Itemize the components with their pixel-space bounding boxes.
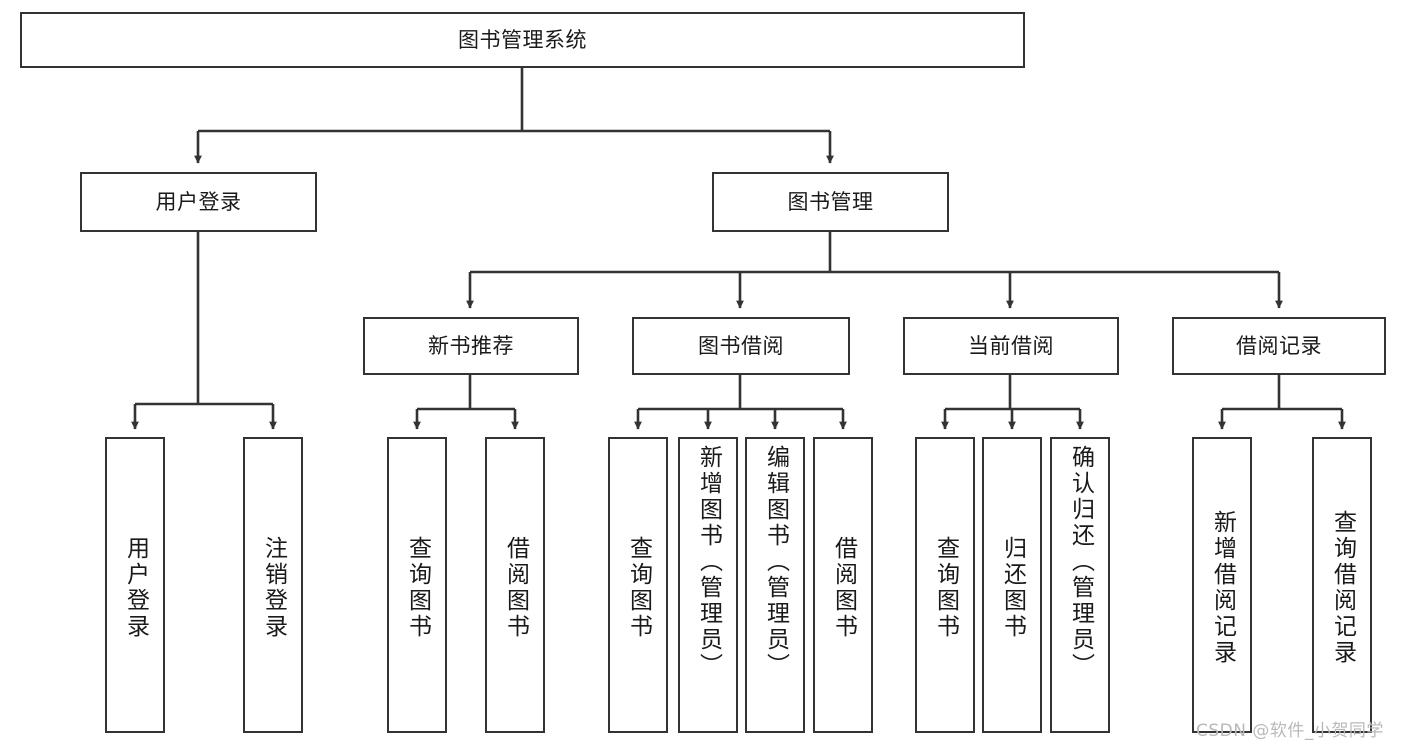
node-book-borrow[interactable]: 图书借阅 xyxy=(632,317,850,375)
node-label: 图书管理系统 xyxy=(458,27,587,52)
node-leaf-borrow-book[interactable]: 借阅图书 xyxy=(813,437,873,733)
node-leaf-query-book-current[interactable]: 查询图书 xyxy=(915,437,975,733)
csdn-watermark: CSDN @软件_小贺同学 xyxy=(1196,721,1384,741)
node-label: 查询图书 xyxy=(932,536,959,640)
node-label: 编辑图书（管理员） xyxy=(762,445,789,679)
node-leaf-confirm-return[interactable]: 确认归还（管理员） xyxy=(1050,437,1110,733)
node-label: 借阅图书 xyxy=(502,536,529,640)
node-leaf-add-borrow-record[interactable]: 新增借阅记录 xyxy=(1192,437,1252,733)
node-label: 图书借阅 xyxy=(698,333,784,358)
node-label: 查询图书 xyxy=(404,536,431,640)
node-leaf-query-book-borrow[interactable]: 查询图书 xyxy=(608,437,668,733)
node-label: 借阅记录 xyxy=(1236,333,1322,358)
node-leaf-borrow-book-recommend[interactable]: 借阅图书 xyxy=(485,437,545,733)
node-current-borrow[interactable]: 当前借阅 xyxy=(903,317,1119,375)
node-label: 查询借阅记录 xyxy=(1329,510,1356,666)
node-book-management[interactable]: 图书管理 xyxy=(712,172,949,232)
node-label: 借阅图书 xyxy=(830,536,857,640)
node-label: 归还图书 xyxy=(999,536,1026,640)
node-label: 用户登录 xyxy=(155,189,242,214)
node-new-book-recommend[interactable]: 新书推荐 xyxy=(363,317,579,375)
node-leaf-user-logout[interactable]: 注销登录 xyxy=(243,437,303,733)
node-leaf-edit-book[interactable]: 编辑图书（管理员） xyxy=(745,437,805,733)
node-label: 新增借阅记录 xyxy=(1209,510,1236,666)
node-label: 用户登录 xyxy=(122,536,149,640)
node-user-login[interactable]: 用户登录 xyxy=(80,172,317,232)
node-leaf-return-book[interactable]: 归还图书 xyxy=(982,437,1042,733)
node-leaf-query-book-recommend[interactable]: 查询图书 xyxy=(387,437,447,733)
node-label: 查询图书 xyxy=(625,536,652,640)
node-label: 图书管理 xyxy=(787,189,874,214)
node-leaf-user-login[interactable]: 用户登录 xyxy=(105,437,165,733)
node-borrow-record[interactable]: 借阅记录 xyxy=(1172,317,1386,375)
node-label: 新增图书（管理员） xyxy=(695,445,722,679)
node-label: 新书推荐 xyxy=(428,333,514,358)
node-leaf-add-book[interactable]: 新增图书（管理员） xyxy=(678,437,738,733)
node-root-system[interactable]: 图书管理系统 xyxy=(20,12,1025,68)
node-label: 确认归还（管理员） xyxy=(1067,445,1094,679)
node-leaf-query-borrow-record[interactable]: 查询借阅记录 xyxy=(1312,437,1372,733)
node-label: 注销登录 xyxy=(260,536,287,640)
node-label: 当前借阅 xyxy=(968,333,1054,358)
